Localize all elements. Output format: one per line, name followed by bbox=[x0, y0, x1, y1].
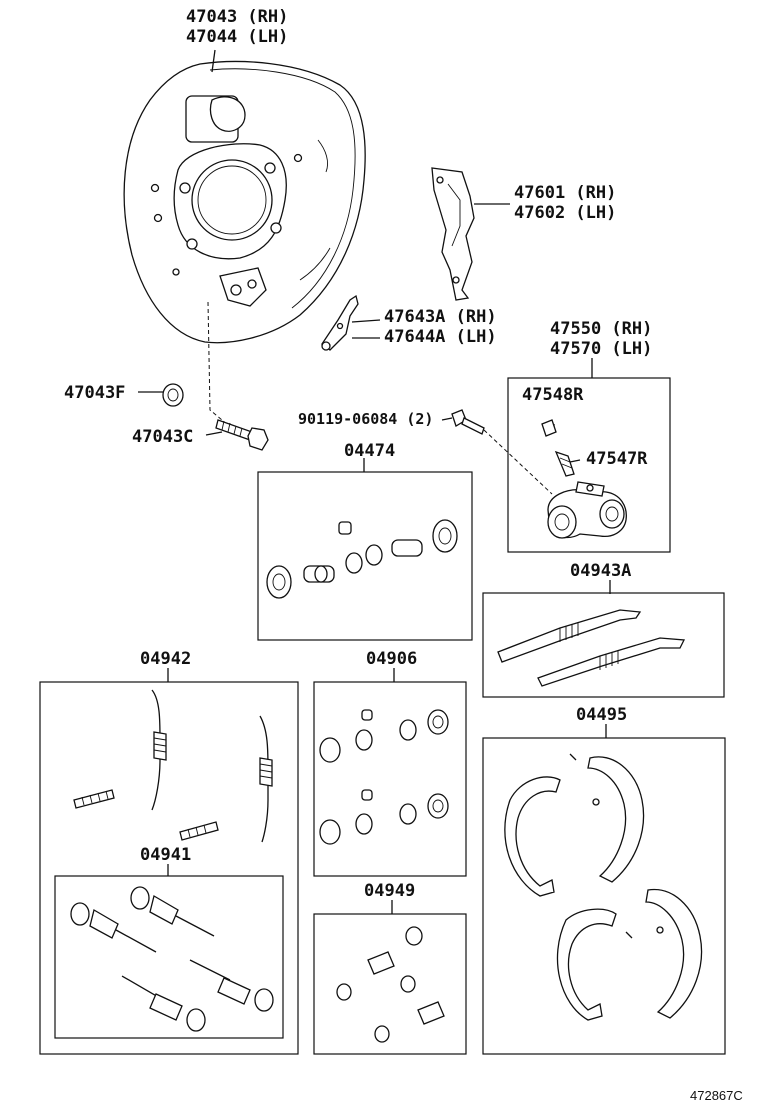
wheel-cylinder-label-lh: 47570 (LH) bbox=[550, 339, 652, 359]
cylinder-bolt-drawing bbox=[451, 409, 485, 435]
figure-number: 472867C bbox=[690, 1088, 743, 1103]
adjuster-parts bbox=[497, 609, 686, 687]
cup-kit-box bbox=[313, 681, 467, 877]
spring-kit-box bbox=[39, 681, 299, 1055]
cylinder-kit-label: 04474 bbox=[344, 441, 395, 461]
parking-lever-label-rh: 47643A (RH) bbox=[384, 307, 497, 327]
wheel-cylinder-label-rh: 47550 (RH) bbox=[550, 319, 652, 339]
cylinder-kit-parts bbox=[266, 519, 458, 599]
shoe-strut-label-lh: 47602 (LH) bbox=[514, 203, 616, 223]
adjuster-kit-box bbox=[482, 592, 725, 698]
parking-lever-drawing bbox=[321, 294, 359, 351]
boot-kit-label: 04949 bbox=[364, 881, 415, 901]
part-labels: 47043 (RH) 47044 (LH) 47601 (RH) 47602 (… bbox=[64, 7, 743, 1103]
cup-kit-label: 04906 bbox=[366, 649, 417, 669]
bleeder-cap-label: 47548R bbox=[522, 385, 584, 405]
bleeder-plug-label: 47547R bbox=[586, 449, 648, 469]
cup-kit-parts bbox=[319, 709, 449, 845]
bleeder-plug-drawing bbox=[554, 450, 575, 477]
shoe-set-label: 04495 bbox=[576, 705, 627, 725]
backing-plate-label-rh: 47043 (RH) bbox=[186, 7, 288, 27]
stud-bolt-drawing bbox=[215, 419, 269, 451]
hold-down-kit-parts bbox=[70, 886, 274, 1032]
grommet-label: 47043F bbox=[64, 383, 125, 403]
hold-down-kit-box bbox=[54, 875, 284, 1039]
spring-kit-label: 04942 bbox=[140, 649, 191, 669]
shoe-set-parts bbox=[504, 753, 703, 1021]
boot-kit-box bbox=[313, 913, 467, 1055]
shoe-strut-drawing bbox=[431, 167, 475, 301]
shoe-set-box bbox=[482, 737, 726, 1055]
hold-down-kit-label: 04941 bbox=[140, 845, 191, 865]
wheel-cylinder-drawing bbox=[547, 481, 627, 539]
grommet-drawing bbox=[162, 383, 184, 407]
wheel-cylinder-box bbox=[507, 377, 671, 553]
cylinder-bolt-label: 90119-06084 (2) bbox=[298, 410, 433, 428]
bleeder-cap-drawing bbox=[541, 419, 557, 437]
backing-plate-drawing bbox=[123, 60, 366, 344]
spring-kit-parts bbox=[73, 689, 273, 843]
parking-lever-label-lh: 47644A (LH) bbox=[384, 327, 497, 347]
cylinder-kit-box bbox=[257, 471, 473, 641]
boot-kit-parts bbox=[336, 926, 445, 1043]
backing-plate-label-lh: 47044 (LH) bbox=[186, 27, 288, 47]
stud-bolt-label: 47043C bbox=[132, 427, 193, 447]
adjuster-kit-label: 04943A bbox=[570, 561, 631, 581]
shoe-strut-label-rh: 47601 (RH) bbox=[514, 183, 616, 203]
